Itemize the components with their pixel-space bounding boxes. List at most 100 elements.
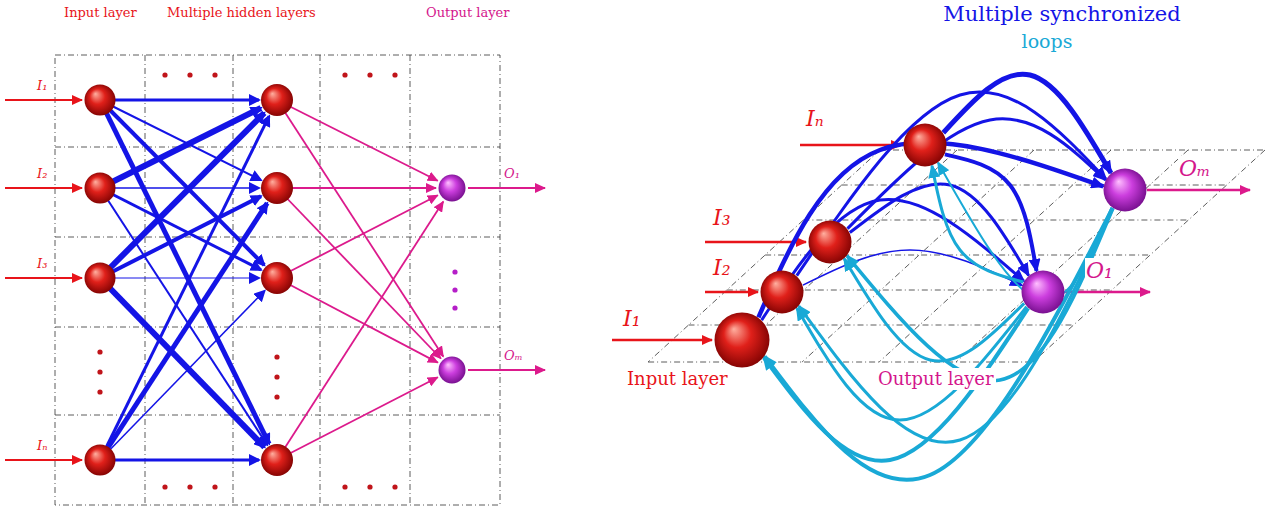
neuron-ball	[84, 444, 116, 476]
weight-line	[100, 113, 264, 278]
dot	[212, 72, 217, 77]
ellipsis-dots	[97, 72, 397, 489]
weight-line	[100, 196, 261, 278]
layer-heading: Output layer	[876, 368, 996, 390]
neuron-label: I₁	[622, 306, 642, 332]
plane-line	[956, 150, 1188, 362]
dot	[342, 72, 347, 77]
neuron-ball	[84, 262, 116, 294]
neuron-node: I₁	[84, 84, 116, 116]
neuron-node: I₂	[760, 270, 804, 314]
dot	[97, 369, 102, 374]
input-arrow	[5, 459, 82, 461]
neuron-ball-shape	[1104, 169, 1147, 212]
neuron-ball-shape	[761, 271, 804, 314]
forward-loop-arrow	[758, 142, 1103, 317]
dot	[274, 374, 279, 379]
dot	[367, 72, 372, 77]
dot	[187, 72, 192, 77]
connector-group	[758, 74, 1112, 480]
input-arrow	[612, 339, 712, 342]
neuron-node: I₃	[808, 220, 852, 264]
dot	[212, 484, 217, 489]
hidden-neuron	[261, 172, 293, 204]
neuron-ball-shape	[439, 357, 466, 384]
hidden-neurons	[261, 84, 293, 476]
plane-line	[1033, 150, 1265, 362]
weight-line	[277, 100, 443, 357]
forward-loop-arrow	[847, 119, 1105, 229]
dot	[97, 349, 102, 354]
neuron-label: I₂	[36, 166, 48, 182]
neuron-label: I₂	[712, 255, 732, 281]
forward-loop-arrow	[943, 74, 1111, 173]
neuron-label: Oₘ	[503, 348, 524, 364]
output-arrow	[1147, 189, 1250, 192]
neuron-node: Oₘ	[438, 356, 466, 384]
input-arrow	[5, 187, 82, 189]
weight-line	[100, 116, 269, 460]
grid-frame	[55, 55, 500, 505]
dot	[274, 394, 279, 399]
layer-grid	[55, 55, 500, 505]
dot	[392, 484, 397, 489]
neuron-ball	[438, 174, 466, 202]
figure-title: loops	[1020, 30, 1075, 53]
neuron-node: I₂	[84, 172, 116, 204]
neuron-label: Oₘ	[1178, 156, 1212, 182]
dot	[162, 72, 167, 77]
input-arrows	[612, 145, 901, 340]
output-arrows	[468, 188, 545, 370]
neuron-label: O₁	[1085, 258, 1114, 284]
weight-line	[100, 203, 267, 460]
grid-line	[55, 237, 500, 238]
weight-line	[100, 278, 259, 279]
neuron-ball-shape	[85, 263, 116, 294]
feedback-loop-arrow	[799, 208, 1113, 442]
feedback-loop-arrow	[765, 208, 1113, 480]
weight-line	[100, 99, 259, 102]
weight-line	[277, 187, 436, 189]
dot	[162, 484, 167, 489]
weight-line	[277, 195, 438, 278]
hidden-neuron	[261, 444, 293, 476]
neuron-ball-shape	[85, 85, 116, 116]
input-arrow	[5, 99, 82, 101]
feedback-loop-arrow	[797, 307, 1027, 420]
weight-line	[100, 291, 265, 460]
weight-line	[277, 377, 438, 460]
neuron-ball	[760, 270, 804, 314]
neuron-label: Iₙ	[36, 438, 48, 454]
neuron-node: O₁	[1021, 270, 1065, 314]
neuron-ball	[438, 356, 466, 384]
weight-line	[100, 459, 259, 462]
neuron-ball	[808, 220, 852, 264]
neuron-ball-shape	[904, 124, 947, 167]
neuron-ball	[1021, 270, 1065, 314]
grid-line	[55, 327, 500, 328]
layer-heading: Multiple hidden layers	[165, 5, 318, 21]
input-arrow	[705, 291, 758, 294]
weight-lines	[100, 100, 269, 460]
neuron-ball-shape	[1022, 271, 1065, 314]
neuron-label: Iₙ	[805, 106, 825, 132]
weight-line	[277, 202, 443, 461]
plane-line	[803, 220, 1188, 221]
neuron-label: I₃	[712, 205, 732, 231]
output-arrow	[468, 369, 545, 371]
output-ellipsis-dots	[452, 269, 457, 310]
neuron-ball-shape	[85, 173, 116, 204]
weight-line	[277, 188, 441, 359]
neuron-node: Iₙ	[903, 123, 947, 167]
output-arrows	[1065, 190, 1250, 292]
forward-loop-arrow	[797, 92, 1106, 276]
neuron-label: O₁	[503, 166, 521, 182]
neuron-node: I₃	[84, 262, 116, 294]
hidden-neuron	[261, 84, 293, 116]
dot	[392, 72, 397, 77]
hidden-neuron	[261, 262, 293, 294]
output-arrow	[468, 187, 545, 189]
input-arrows	[5, 100, 82, 460]
